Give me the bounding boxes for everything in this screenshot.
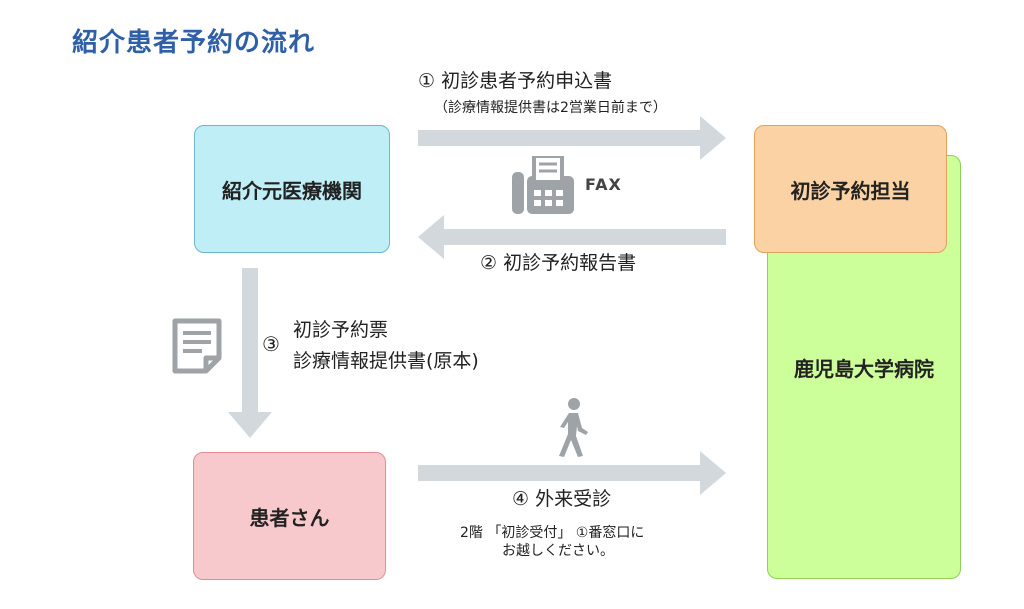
- fax-label: FAX: [585, 175, 622, 194]
- arrow-step3: [228, 268, 272, 438]
- desk-box: 初診予約担当: [754, 125, 947, 253]
- step1-note: （診療情報提供書は2営業日前まで）: [434, 100, 667, 116]
- step4-label: ④ 外来受診: [512, 488, 612, 510]
- document-icon: [172, 318, 222, 374]
- arrow-step4: [418, 451, 726, 495]
- page-title: 紹介患者予約の流れ: [72, 28, 316, 58]
- step4-note-line2: お越しください。: [502, 543, 614, 559]
- patient-label: 患者さん: [249, 505, 330, 530]
- walking-person-icon: [559, 398, 588, 457]
- step4-note-line1: 2階 「初診受付」 ①番窓口に: [460, 525, 645, 541]
- patient-box: 患者さん: [193, 452, 386, 580]
- step2-label: ② 初診予約報告書: [480, 252, 637, 274]
- arrow-step2: [418, 215, 726, 259]
- referrer-label: 紹介元医療機関: [222, 178, 362, 203]
- desk-label: 初診予約担当: [790, 178, 911, 203]
- step3-line1: 初診予約票: [293, 319, 389, 341]
- step3-line2: 診療情報提供書(原本): [293, 350, 479, 372]
- step1-label: ① 初診患者予約申込書: [418, 70, 613, 92]
- step3-number: ③: [262, 332, 280, 356]
- referrer-box: 紹介元医療機関: [194, 125, 390, 253]
- hospital-label: 鹿児島大学病院: [794, 356, 934, 381]
- arrow-step1: [418, 116, 726, 160]
- fax-icon: [512, 156, 574, 214]
